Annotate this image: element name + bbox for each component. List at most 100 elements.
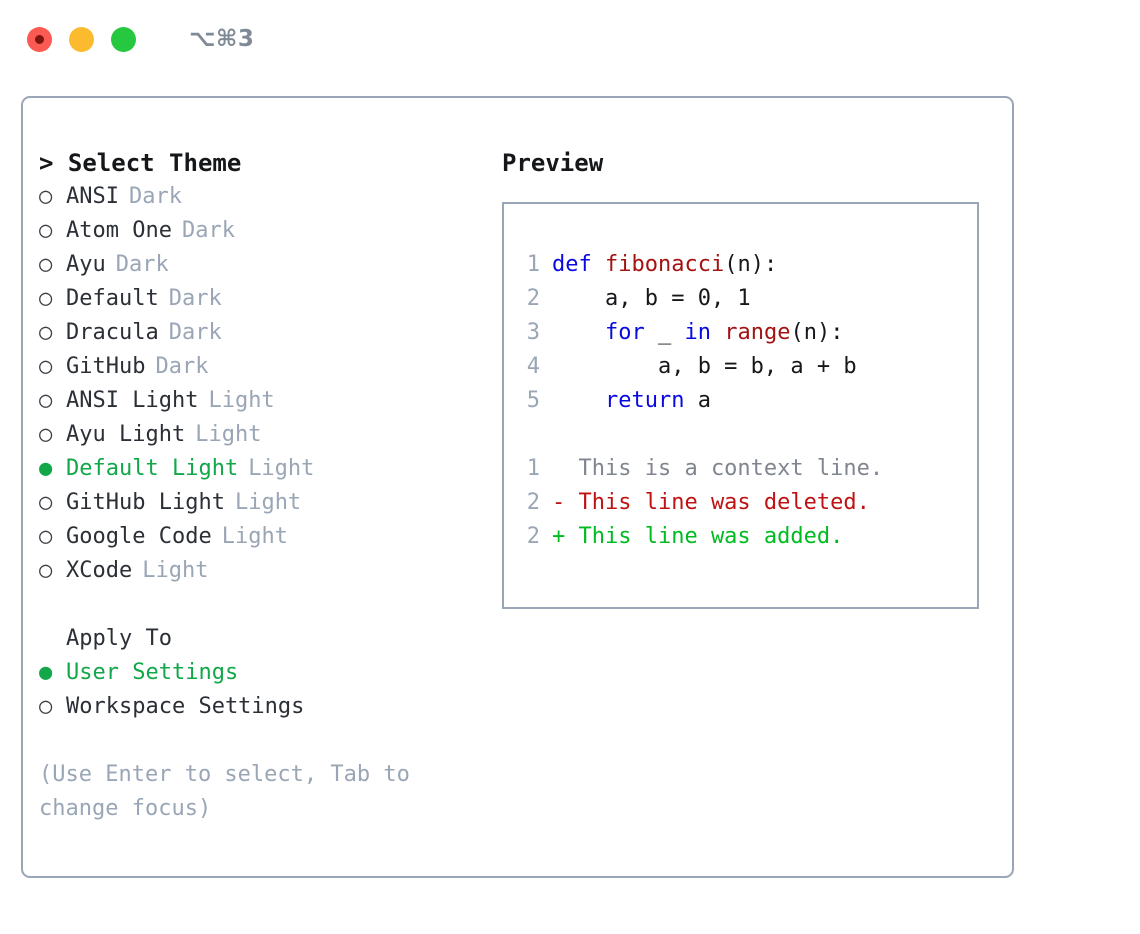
theme-option-label: ANSI Light (66, 388, 199, 413)
line-number: 2 (526, 524, 540, 549)
apply-option-workspace-settings[interactable]: ○ Workspace Settings (39, 690, 489, 724)
code-line: 5 return a (520, 384, 977, 418)
keyboard-hint-text: (Use Enter to select, Tab to change focu… (39, 762, 424, 821)
line-number: 2 (526, 286, 540, 311)
theme-option-category: Dark (128, 184, 182, 209)
code-text: + This line was added. (552, 520, 843, 554)
theme-option-label: Atom One (66, 218, 172, 243)
theme-option-category: Light (142, 558, 209, 583)
radio-unselected-icon: ○ (39, 286, 53, 311)
token-add: + This line was added. (552, 524, 844, 549)
theme-option-xcode[interactable]: ○ XCode Light (39, 554, 489, 588)
preview-title: Preview (502, 149, 604, 177)
token-txt: (n): (724, 252, 778, 277)
line-number: 4 (526, 354, 540, 379)
token-kw: in (684, 320, 725, 345)
code-line: 2 a, b = 0, 1 (520, 282, 977, 316)
radio-unselected-icon: ○ (39, 320, 53, 345)
token-kw: for (604, 320, 645, 345)
close-button[interactable] (27, 26, 52, 52)
token-txt: (n): (790, 320, 844, 345)
token-txt: a, b = 0, 1 (552, 286, 751, 311)
apply-option-user-settings[interactable]: ● User Settings (39, 656, 489, 690)
theme-option-label: Google Code (66, 524, 212, 549)
radio-unselected-icon: ○ (39, 252, 53, 277)
code-text: for _ in range(n): (552, 316, 843, 350)
theme-option-category: Light (234, 490, 302, 515)
radio-unselected-icon: ○ (39, 490, 53, 515)
code-text: def fibonacci(n): (552, 248, 777, 282)
traffic-lights (27, 26, 136, 52)
code-line: 4 a, b = b, a + b (520, 350, 977, 384)
token-kw: return (604, 388, 685, 413)
code-text: a, b = 0, 1 (552, 282, 751, 316)
theme-option-category: Dark (168, 286, 222, 311)
theme-option-google-code[interactable]: ○ Google Code Light (39, 520, 489, 554)
maximize-button[interactable] (111, 26, 136, 52)
radio-unselected-icon: ○ (39, 558, 53, 583)
token-fn: range (724, 320, 791, 345)
line-number: 5 (526, 388, 540, 413)
diff-line: 1 This is a context line. (520, 452, 977, 486)
diff-sample: 1 This is a context line. 2 - This line wa… (520, 452, 977, 554)
token-fn: fibonacci (604, 252, 725, 277)
token-kw: def (552, 252, 605, 277)
token-ctx: This is a context line. (552, 456, 884, 481)
select-theme-header: > Select Theme (39, 149, 242, 177)
theme-option-default-light[interactable]: ● Default Light Light (39, 452, 489, 486)
apply-to-list: ● User Settings ○ Workspace Settings (39, 656, 489, 724)
theme-option-label: Default Light (66, 456, 239, 481)
theme-option-label: Dracula (66, 320, 159, 345)
radio-unselected-icon: ○ (39, 694, 53, 719)
theme-option-label: Ayu Light (66, 422, 186, 447)
token-txt: _ (644, 320, 685, 345)
theme-option-category: Light (195, 422, 262, 447)
line-number: 1 (526, 252, 540, 277)
minimize-button[interactable] (69, 26, 94, 52)
apply-to-section: Apply To ● User Settings ○ Workspace Settin… (39, 622, 489, 724)
theme-option-category: Dark (181, 218, 235, 243)
theme-option-category: Light (208, 388, 275, 413)
code-text: - This line was deleted. (552, 486, 870, 520)
token-txt: a, b = b, a + b (552, 354, 857, 379)
token-txt (552, 320, 605, 345)
theme-option-ayu-light[interactable]: ○ Ayu Light Light (39, 418, 489, 452)
radio-unselected-icon: ○ (39, 354, 53, 379)
apply-to-title: Apply To (66, 626, 172, 651)
theme-option-label: XCode (66, 558, 133, 583)
radio-unselected-icon: ○ (39, 184, 53, 209)
radio-unselected-icon: ○ (39, 422, 53, 447)
theme-option-category: Dark (155, 354, 209, 379)
code-line: 1 def fibonacci(n): (520, 248, 977, 282)
theme-option-label: Ayu (66, 252, 106, 277)
token-txt (552, 388, 605, 413)
apply-option-label: User Settings (66, 660, 239, 685)
apply-option-label: Workspace Settings (66, 694, 305, 719)
theme-option-category: Light (248, 456, 315, 481)
radio-selected-icon: ● (39, 660, 53, 685)
theme-option-atom-one[interactable]: ○ Atom One Dark (39, 214, 489, 248)
theme-option-category: Light (221, 524, 288, 549)
code-spacer (520, 418, 977, 452)
theme-option-label: ANSI (66, 184, 119, 209)
token-del: - This line was deleted. (552, 490, 870, 515)
theme-option-ansi[interactable]: ○ ANSI Dark (39, 180, 489, 214)
code-text: This is a context line. (552, 452, 883, 486)
line-number: 2 (526, 490, 540, 515)
radio-unselected-icon: ○ (39, 218, 53, 243)
radio-unselected-icon: ○ (39, 524, 53, 549)
diff-line: 2 + This line was added. (520, 520, 977, 554)
token-txt: a (684, 388, 711, 413)
radio-selected-icon: ● (39, 456, 53, 481)
